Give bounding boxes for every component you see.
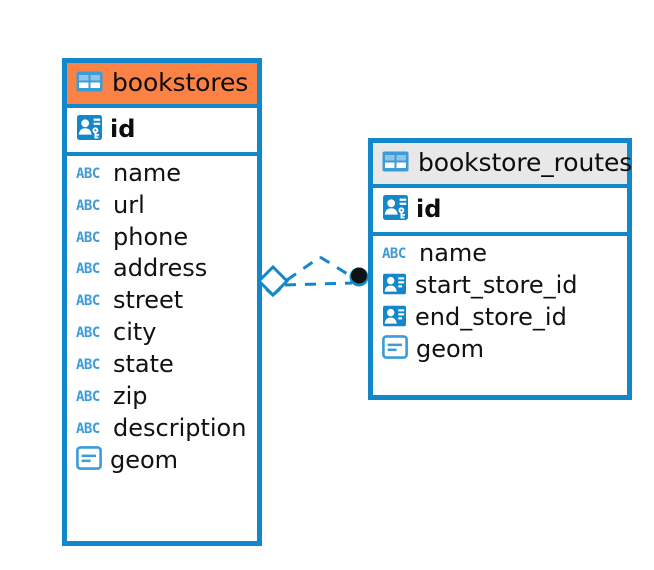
field-label: start_store_id xyxy=(415,270,578,299)
field-label: address xyxy=(113,254,208,283)
filled-circle-marker[interactable] xyxy=(349,267,369,287)
geometry-icon xyxy=(76,446,102,474)
field-label: phone xyxy=(113,222,189,251)
field-row-street[interactable]: ABC street xyxy=(67,285,257,317)
abc-text-icon: ABC xyxy=(76,165,100,182)
foreign-key-icon xyxy=(382,273,407,299)
field-row-name[interactable]: ABC name xyxy=(373,238,627,270)
table-grid-icon xyxy=(76,71,103,96)
field-row-geom[interactable]: geom xyxy=(67,444,257,476)
field-row-address[interactable]: ABC address xyxy=(67,253,257,285)
field-row-id[interactable]: id xyxy=(67,108,257,156)
field-label: state xyxy=(113,349,174,378)
table-grid-icon xyxy=(382,151,409,176)
foreign-key-icon xyxy=(382,305,407,331)
field-row-name[interactable]: ABC name xyxy=(67,158,257,190)
field-label: url xyxy=(113,190,145,219)
field-row-description[interactable]: ABC description xyxy=(67,413,257,445)
field-row-phone[interactable]: ABC phone xyxy=(67,222,257,254)
table-bookstore-routes[interactable]: bookstore_routes id xyxy=(368,138,632,400)
abc-text-icon: ABC xyxy=(76,388,100,405)
abc-text-icon: ABC xyxy=(382,245,406,262)
abc-text-icon: ABC xyxy=(76,197,100,214)
table-header-bookstores[interactable]: bookstores xyxy=(67,63,257,108)
field-row-id[interactable]: id xyxy=(373,188,627,236)
abc-text-icon: ABC xyxy=(76,325,100,342)
table-bookstores[interactable]: bookstores id xyxy=(62,58,262,546)
field-label: zip xyxy=(113,381,148,410)
table-header-bookstore-routes[interactable]: bookstore_routes xyxy=(373,143,632,188)
field-label: end_store_id xyxy=(415,302,567,331)
field-label: id xyxy=(110,114,136,143)
table-name-label: bookstore_routes xyxy=(418,148,633,178)
abc-text-icon: ABC xyxy=(76,356,100,373)
table-name-label: bookstores xyxy=(112,68,249,98)
field-label: id xyxy=(416,194,442,223)
field-row-zip[interactable]: ABC zip xyxy=(67,381,257,413)
primary-key-icon xyxy=(382,194,409,225)
field-list-bookstores: ABC name ABC url ABC phone ABC address A… xyxy=(67,156,257,479)
field-row-geom[interactable]: geom xyxy=(373,333,627,365)
rhombus-outline-marker[interactable] xyxy=(256,264,290,298)
field-label: street xyxy=(113,286,184,315)
field-label: geom xyxy=(416,334,485,363)
field-label: geom xyxy=(110,445,179,474)
field-row-end-store-id[interactable]: end_store_id xyxy=(373,302,627,334)
abc-text-icon: ABC xyxy=(76,229,100,246)
field-row-city[interactable]: ABC city xyxy=(67,317,257,349)
field-list-bookstore-routes: ABC name start_store_id xyxy=(373,236,627,368)
field-row-start-store-id[interactable]: start_store_id xyxy=(373,270,627,302)
field-label: description xyxy=(113,413,247,442)
field-label: name xyxy=(113,159,182,187)
field-label: city xyxy=(113,318,157,347)
abc-text-icon: ABC xyxy=(76,420,100,437)
relationship-lines xyxy=(284,255,355,287)
geometry-icon xyxy=(382,335,408,363)
primary-key-icon xyxy=(76,114,103,145)
field-row-url[interactable]: ABC url xyxy=(67,190,257,222)
abc-text-icon: ABC xyxy=(76,261,100,278)
field-label: name xyxy=(419,239,488,267)
field-row-state[interactable]: ABC state xyxy=(67,349,257,381)
abc-text-icon: ABC xyxy=(76,293,100,310)
